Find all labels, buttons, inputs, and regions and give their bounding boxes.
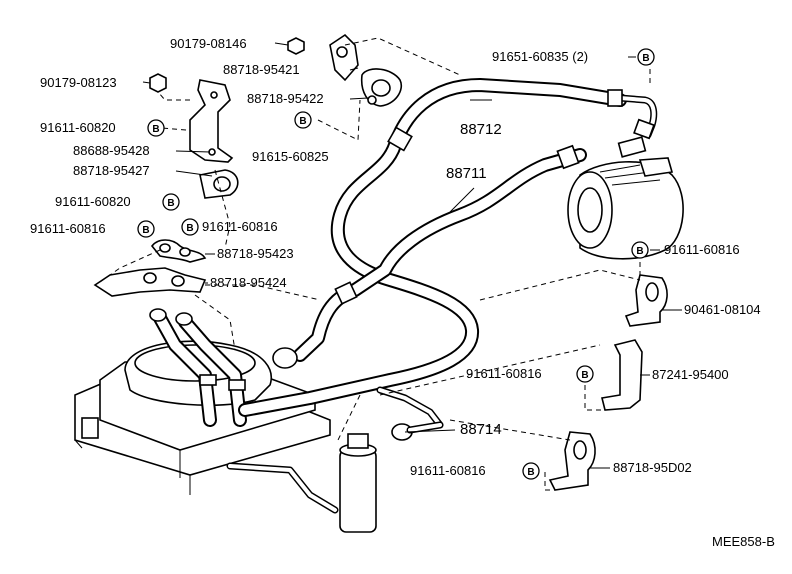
svg-text:B: B bbox=[167, 198, 174, 209]
svg-text:B: B bbox=[581, 370, 588, 381]
bolt-symbol-91611-60820-b: B bbox=[162, 193, 180, 211]
leader-lines bbox=[142, 42, 682, 469]
label-91611-60816-c: 91611-60816 bbox=[664, 242, 740, 257]
receiver-drier-drawing bbox=[226, 433, 377, 533]
svg-text:B: B bbox=[636, 246, 643, 257]
bracket-90461-08104-drawing bbox=[624, 274, 668, 327]
label-91611-60816-b: 91611-60816 bbox=[30, 221, 106, 236]
label-90461-08104: 90461-08104 bbox=[684, 302, 761, 317]
label-91651-60835: 91651-60835 (2) bbox=[492, 49, 588, 64]
label-88712: 88712 bbox=[460, 121, 502, 138]
clamp-88718-95422-drawing bbox=[360, 68, 402, 107]
label-88714: 88714 bbox=[460, 421, 502, 438]
bolt-symbol-91611-60816-a: B bbox=[181, 218, 199, 236]
dashed-assembly-lines bbox=[99, 37, 651, 491]
svg-text:B: B bbox=[642, 53, 649, 64]
label-88718-95423: 88718-95423 bbox=[217, 246, 294, 261]
label-88718-95427: 88718-95427 bbox=[73, 163, 150, 178]
bolt-90179-08146-drawing bbox=[287, 37, 305, 55]
clamp-88718-95427-drawing bbox=[199, 169, 239, 199]
svg-text:B: B bbox=[142, 225, 149, 236]
label-90179-08123: 90179-08123 bbox=[40, 75, 117, 90]
bolt-symbol-91615: B bbox=[294, 111, 312, 129]
label-91615-60825: 91615-60825 bbox=[252, 149, 329, 164]
clamp-88718-95D02-drawing bbox=[548, 431, 596, 491]
label-91611-60816-d: 91611-60816 bbox=[466, 366, 542, 381]
clamp-88718-95423-drawing bbox=[150, 239, 207, 263]
label-91611-60820-b: 91611-60820 bbox=[55, 194, 131, 209]
nut-90179-08123-drawing bbox=[149, 73, 167, 93]
bracket-88718-95424-drawing bbox=[93, 267, 207, 297]
bolt-symbol-91611-60816-e: B bbox=[522, 462, 540, 480]
diagram-code: MEE858-B bbox=[712, 534, 775, 549]
label-87241-95400: 87241-95400 bbox=[652, 367, 729, 382]
compressor-drawing bbox=[567, 136, 684, 260]
label-91611-60820-a: 91611-60820 bbox=[40, 120, 116, 135]
label-88711: 88711 bbox=[446, 165, 487, 182]
svg-text:B: B bbox=[527, 467, 534, 478]
bracket-88688-drawing bbox=[189, 79, 234, 163]
part-labels: 90179-08146 90179-08123 88718-95421 8871… bbox=[30, 36, 761, 478]
label-88718-95D02: 88718-95D02 bbox=[613, 460, 692, 475]
svg-text:B: B bbox=[152, 124, 159, 135]
tube-88714-drawing bbox=[376, 386, 444, 441]
label-88718-95421: 88718-95421 bbox=[223, 62, 300, 77]
hose-88711-drawing bbox=[272, 144, 587, 369]
bolt-symbol-91651: B bbox=[637, 48, 655, 66]
label-88718-95422: 88718-95422 bbox=[247, 91, 324, 106]
bolt-symbol-91611-60816-d: B bbox=[576, 365, 594, 383]
bolt-symbol-91611-60816-c: B bbox=[631, 241, 649, 259]
evaporator-pipes bbox=[149, 308, 247, 427]
bracket-87241-95400-drawing bbox=[601, 339, 643, 411]
svg-text:B: B bbox=[299, 116, 306, 127]
svg-text:B: B bbox=[186, 223, 193, 234]
hose-88712-drawing bbox=[238, 78, 658, 417]
label-88718-95424: 88718-95424 bbox=[210, 275, 287, 290]
clamp-88718-95421-drawing bbox=[329, 33, 359, 82]
bolt-symbol-91611-60820-a: B bbox=[147, 119, 165, 137]
label-90179-08146: 90179-08146 bbox=[170, 36, 247, 51]
label-91611-60816-e: 91611-60816 bbox=[410, 463, 486, 478]
label-91611-60816-a: 91611-60816 bbox=[202, 219, 278, 234]
label-88688-95428: 88688-95428 bbox=[73, 143, 150, 158]
bolt-symbol-91611-60816-b: B bbox=[137, 220, 155, 238]
